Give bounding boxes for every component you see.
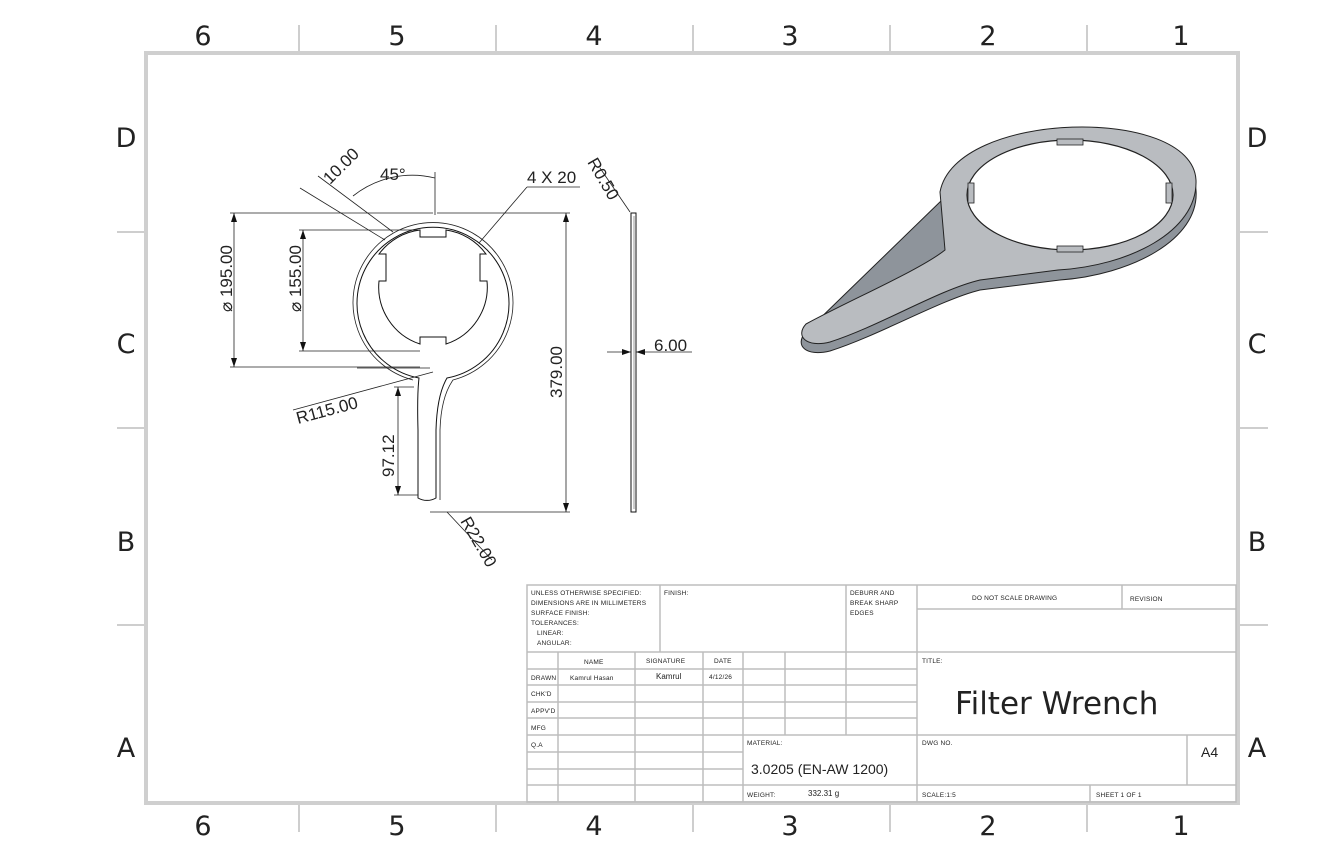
zone-row-c: C: [117, 329, 136, 360]
zone-col-5-bottom: 5: [388, 811, 405, 842]
dim-angle: 45°: [380, 165, 406, 184]
front-view: [352, 222, 514, 501]
dim-end-radius: R22.00: [457, 514, 501, 571]
zone-col-1: 1: [1172, 21, 1189, 52]
col-date: DATE: [714, 658, 732, 665]
note-4: TOLERANCES:: [531, 620, 579, 627]
wrench-outline: [356, 226, 510, 501]
weight-value: 332.31 g: [808, 789, 839, 798]
drawing-title: Filter Wrench: [955, 686, 1158, 722]
zone-col-4-bottom: 4: [585, 811, 602, 842]
zone-col-6: 6: [194, 21, 211, 52]
scale-label: SCALE:1:5: [922, 792, 956, 799]
zone-col-3-bottom: 3: [781, 811, 798, 842]
side-view: [599, 167, 692, 513]
col-signature: SIGNATURE: [646, 658, 686, 665]
note-6: ANGULAR:: [537, 640, 572, 647]
drawn-signature: Kamrul: [656, 672, 682, 681]
zone-row-b: B: [117, 527, 136, 558]
dim-edge-radius: R0.50: [584, 155, 623, 204]
row-checked: CHK'D: [531, 691, 552, 698]
zone-col-3: 3: [781, 21, 798, 52]
zone-col-1-bottom: 1: [1172, 811, 1189, 842]
dim-slot-width: 10.00: [319, 144, 363, 188]
zone-row-d: D: [116, 123, 137, 154]
front-view-dimensions: [230, 172, 580, 561]
title-label: TITLE:: [922, 658, 943, 665]
deburr-1: DEBURR AND: [850, 590, 895, 597]
note-3: SURFACE FINISH:: [531, 610, 590, 617]
zone-row-c-right: C: [1248, 329, 1267, 360]
note-1: UNLESS OTHERWISE SPECIFIED:: [531, 590, 641, 597]
drawing-border: [144, 51, 1240, 805]
zone-labels: 6 5 4 3 2 1 6 5 4 3 2 1 D C B A D C B A: [116, 21, 1268, 842]
deburr-3: EDGES: [850, 610, 874, 617]
inner-bore-with-slots: [378, 229, 488, 345]
wrench-edge-line: [352, 222, 514, 500]
material-value: 3.0205 (EN-AW 1200): [751, 761, 888, 777]
title-block: [526, 584, 1237, 803]
zone-row-a: A: [117, 733, 136, 764]
row-drawn: DRAWN: [531, 675, 556, 682]
dimension-texts: 10.00 45° 4 X 20 R0.50 ⌀ 195.00 ⌀ 155.00…: [217, 144, 687, 570]
row-qa: Q.A: [531, 742, 543, 749]
col-name: NAME: [584, 659, 604, 666]
weight-label: WEIGHT:: [747, 792, 775, 799]
zone-col-6-bottom: 6: [194, 811, 211, 842]
row-approved: APPV'D: [531, 708, 556, 715]
note-5: LINEAR:: [537, 630, 564, 637]
dim-inner-dia: ⌀ 155.00: [286, 245, 305, 312]
zone-col-2-bottom: 2: [979, 811, 996, 842]
dim-outer-dia: ⌀ 195.00: [217, 245, 236, 312]
note-2: DIMENSIONS ARE IN MILLIMETERS: [531, 600, 647, 607]
zone-col-5: 5: [388, 21, 405, 52]
sheet-size: A4: [1201, 744, 1218, 760]
dim-length: 379.00: [547, 346, 566, 398]
title-block-text: UNLESS OTHERWISE SPECIFIED: DIMENSIONS A…: [531, 590, 1218, 799]
zone-col-4: 4: [585, 21, 602, 52]
deburr-2: BREAK SHARP: [850, 600, 898, 607]
dim-fillet-radius: R115.00: [294, 393, 360, 428]
dim-handle-length: 97.12: [379, 434, 398, 477]
row-mfg: MFG: [531, 725, 546, 732]
material-label: MATERIAL:: [747, 740, 783, 747]
dwg-no-label: DWG NO.: [922, 740, 953, 747]
drawn-name: Kamrul Hasan: [570, 675, 614, 682]
do-not-scale: DO NOT SCALE DRAWING: [972, 595, 1057, 602]
zone-row-d-right: D: [1247, 123, 1268, 154]
dim-slots: 4 X 20: [527, 168, 576, 187]
drawn-date: 4/12/26: [709, 674, 732, 681]
zone-ticks: [117, 25, 1268, 832]
dim-thickness: 6.00: [654, 336, 687, 355]
zone-col-2: 2: [979, 21, 996, 52]
zone-row-a-right: A: [1248, 733, 1267, 764]
isometric-view: [800, 126, 1197, 353]
zone-row-b-right: B: [1248, 527, 1267, 558]
revision-label: REVISION: [1130, 596, 1163, 603]
sheet-label: SHEET 1 OF 1: [1096, 792, 1142, 799]
finish-label: FINISH:: [664, 590, 689, 597]
